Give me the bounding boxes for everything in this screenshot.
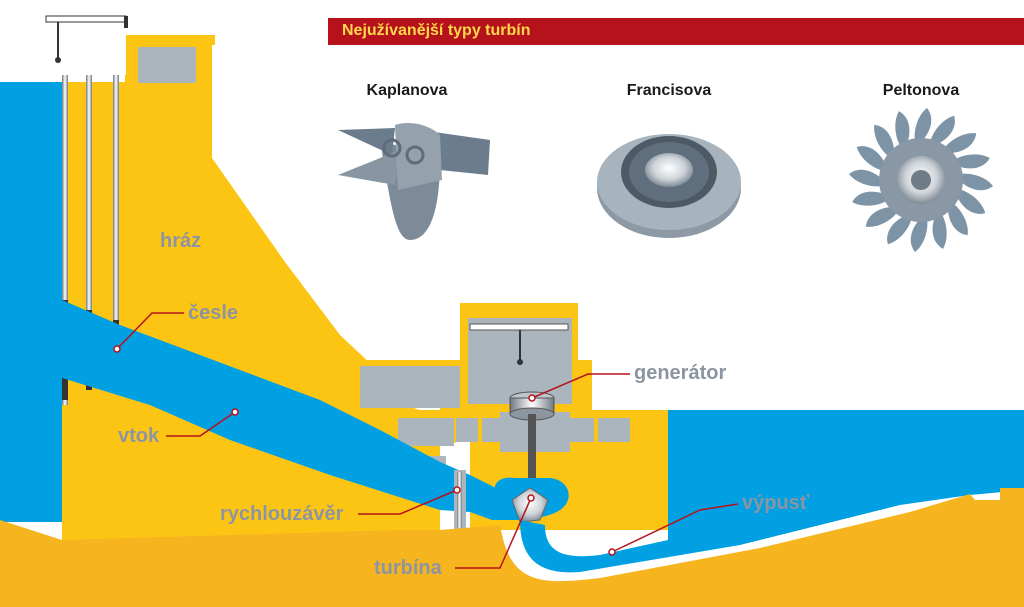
dam — [62, 35, 470, 540]
pelton-bucket — [849, 169, 883, 187]
turbine-name-francis: Francisova — [626, 82, 712, 99]
pelton-bucket — [865, 206, 899, 227]
dam-top-building — [138, 47, 196, 83]
pelton-bucket — [947, 202, 968, 236]
leader-lines — [116, 312, 739, 569]
pelton-bucket — [929, 115, 955, 145]
pelton-bucket — [856, 146, 886, 172]
pelton-bucket — [932, 212, 947, 249]
pelton-bucket — [914, 108, 932, 142]
page-title: Nejužívanější typy turbín — [342, 22, 531, 39]
leader-dots — [113, 345, 616, 556]
pelton-turbine-illustration — [849, 108, 993, 252]
label-trash-rack: česle — [188, 302, 239, 324]
label-outlet: výpusť — [742, 492, 810, 514]
francis-turbine-illustration — [597, 134, 741, 238]
generator-unit — [509, 391, 555, 484]
gantry-crane — [44, 15, 128, 75]
pelton-bucket — [895, 111, 910, 148]
pelton-bucket — [874, 124, 895, 158]
powerhouse-crane — [469, 323, 569, 365]
turbine-name-kaplan: Kaplanova — [366, 82, 448, 99]
pelton-bucket — [959, 173, 993, 191]
label-turbine: turbína — [374, 557, 442, 579]
outflow-water — [520, 410, 1024, 573]
pelton-bucket — [953, 154, 990, 169]
quick-valve — [454, 470, 466, 530]
title-bar: Nejužívanější typy turbín — [328, 18, 1024, 45]
ground — [0, 488, 1024, 607]
reservoir-water — [0, 82, 62, 522]
kaplan-turbine-illustration — [338, 123, 490, 240]
label-generator: generátor — [634, 362, 727, 384]
pelton-bucket — [887, 215, 913, 245]
pelton-bucket — [956, 188, 986, 214]
pelton-bucket — [910, 218, 928, 252]
label-intake: vtok — [118, 425, 160, 447]
pelton-bucket — [943, 133, 977, 154]
powerhouse-rooms — [360, 318, 630, 474]
turbine-name-pelton: Peltonova — [882, 82, 960, 99]
penstock — [62, 300, 520, 520]
pelton-bucket — [852, 191, 889, 206]
label-dam: hráz — [160, 230, 202, 252]
label-quick-valve: rychlouzávěr — [220, 503, 344, 525]
